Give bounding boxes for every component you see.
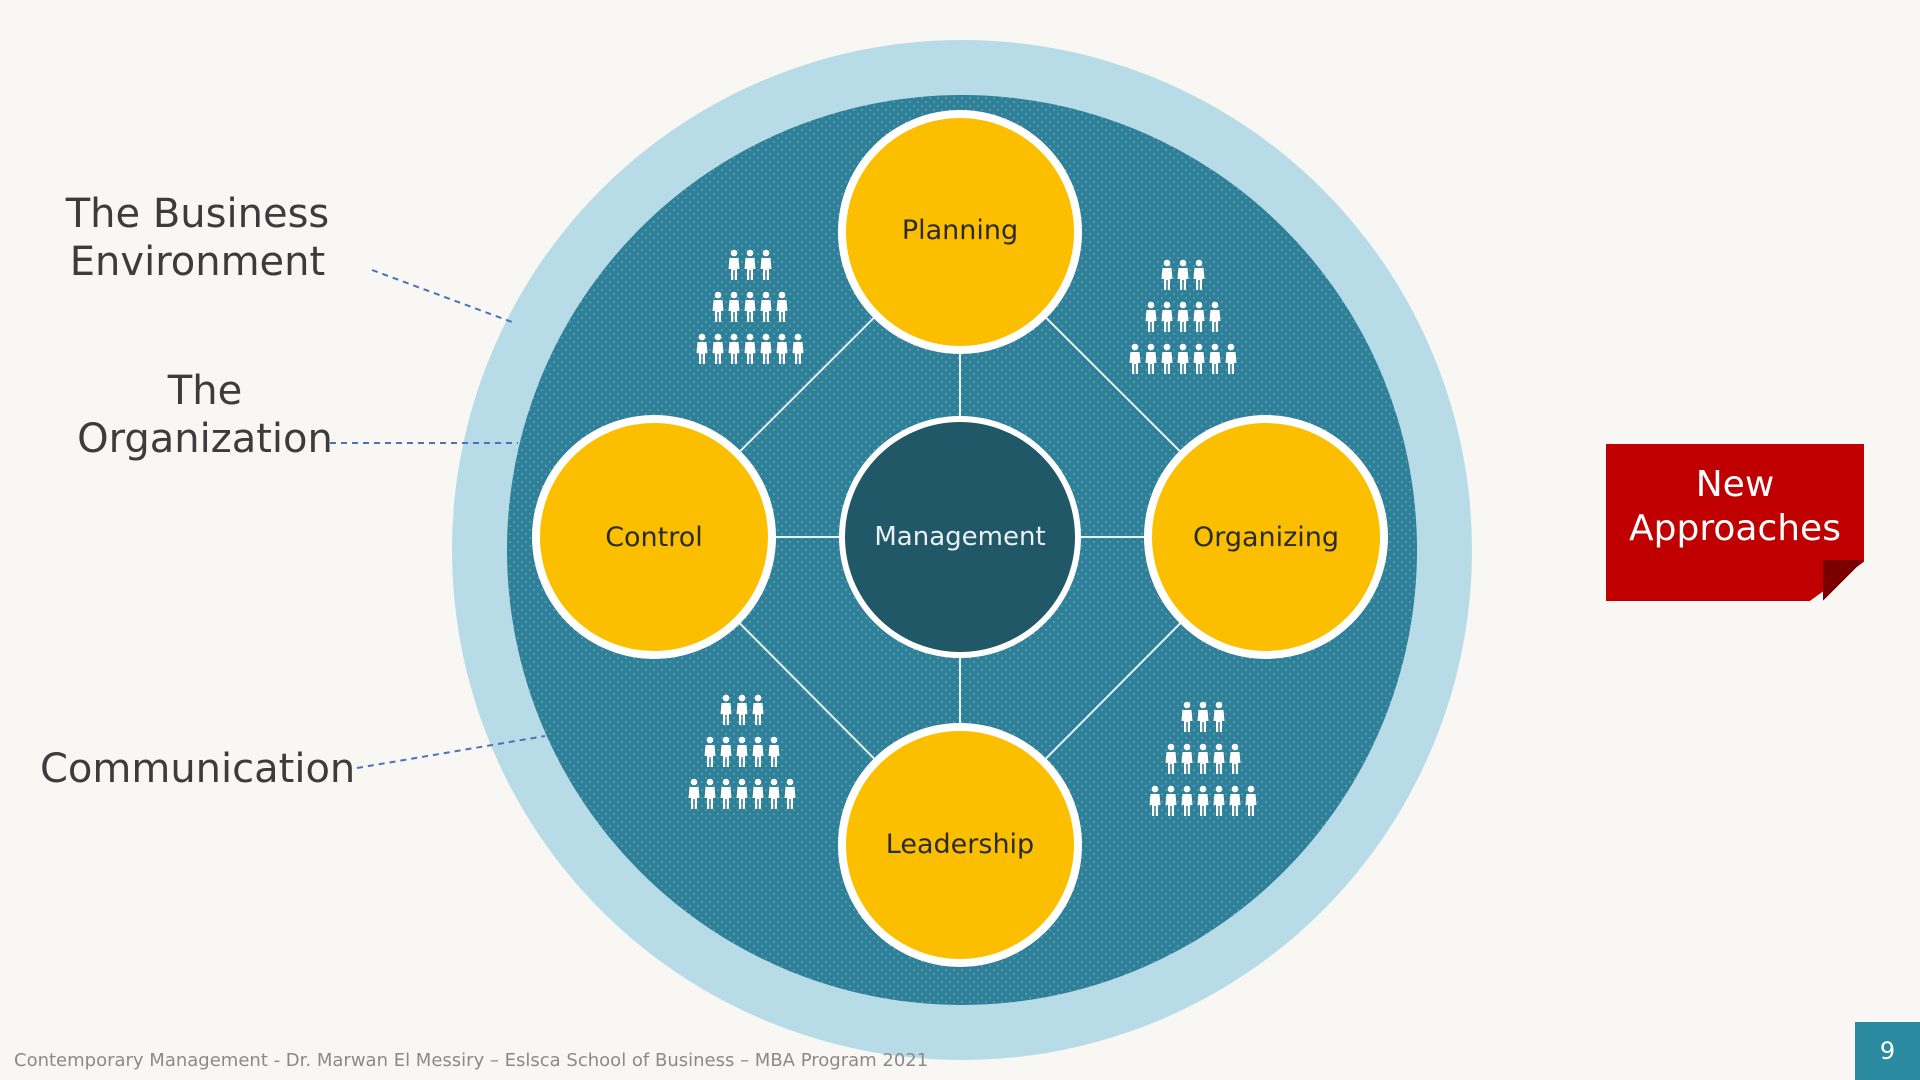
page-number: 9 [1855, 1022, 1920, 1080]
planning-label: Planning [850, 215, 1070, 246]
new-approaches-text: New Approaches [1606, 463, 1864, 551]
footer-text: Contemporary Management - Dr. Marwan El … [14, 1050, 928, 1071]
control-label: Control [544, 522, 764, 553]
communication-label: Communication [40, 745, 350, 793]
organization-label: The Organization [75, 367, 335, 463]
organizing-label: Organizing [1156, 522, 1376, 553]
leadership-label: Leadership [850, 829, 1070, 860]
business-environment-label: The Business Environment [50, 190, 345, 286]
management-label: Management [850, 522, 1070, 552]
note-curl-corner [1823, 560, 1864, 601]
